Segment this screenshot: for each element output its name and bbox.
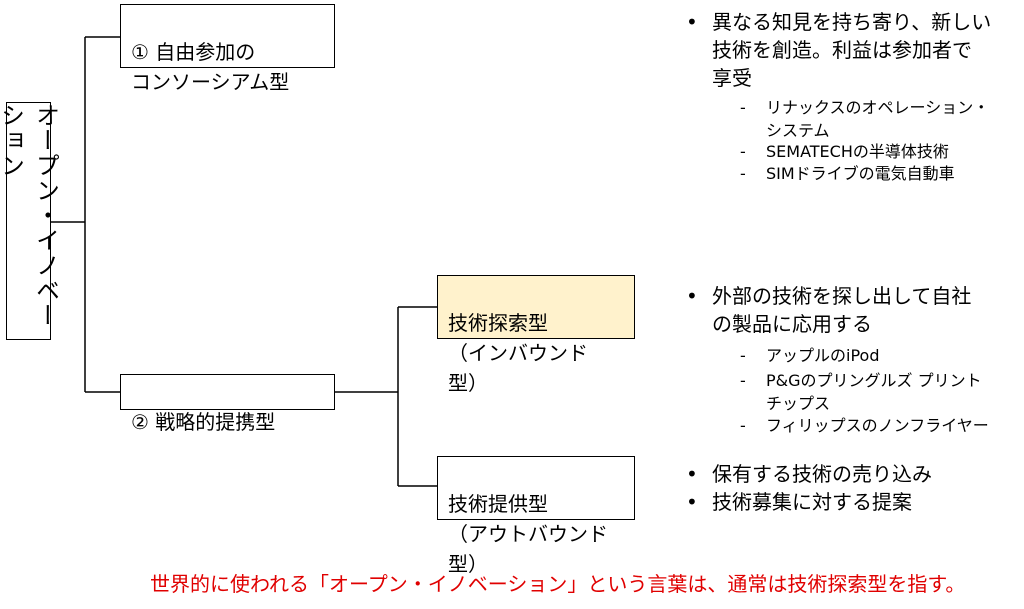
node-outbound-label: 技術提供型 （アウトバウンド型） [448,492,608,576]
example-text: SEMATECHの半導体技術 [766,142,949,161]
section3-bullet-text: 技術募集に対する提案 [712,490,912,514]
example-text: SIMドライブの電気自動車 [766,164,955,183]
section1-example: - SEMATECHの半導体技術 [740,140,949,163]
example-text: P&Gのプリングルズ プリント チップス [766,371,982,413]
bullet-symbol: • [686,284,698,308]
dash-symbol: - [740,142,746,161]
footer-note: 世界的に使われる「オープン・イノベーション」という言葉は、通常は技術探索型を指す… [150,572,966,596]
section1-bullet: • 異なる知見を持ち寄り、新しい 技術を創造。利益は参加者で 享受 [686,8,991,92]
section2-example: - フィリップスのノンフライヤー [740,414,989,437]
node-consortium-label: ① 自由参加の コンソーシアム型 [131,40,290,94]
bullet-symbol: • [686,462,698,486]
section1-example: - SIMドライブの電気自動車 [740,162,955,185]
section2-example: - P&Gのプリングルズ プリント チップス [740,369,982,415]
node-inbound-label: 技術探索型 （インバウンド型） [448,311,588,395]
dash-symbol: - [740,416,746,435]
bullet-symbol: • [686,490,698,514]
section2-example: - アップルのiPod [740,344,879,367]
section3-bullet-text: 保有する技術の売り込み [712,462,932,486]
dash-symbol: - [740,346,746,365]
dash-symbol: - [740,98,746,117]
section2-bullet: • 外部の技術を探し出して自社 の製品に応用する [686,282,971,338]
section2-bullet-text: 外部の技術を探し出して自社 の製品に応用する [712,284,972,336]
example-text: フィリップスのノンフライヤー [766,416,989,435]
section1-bullet-text: 異なる知見を持ち寄り、新しい 技術を創造。利益は参加者で 享受 [712,10,992,90]
section3-bullet: • 技術募集に対する提案 [686,488,912,516]
node-strategic-alliance: ② 戦略的提携型 [120,374,335,434]
root-node: オープン・イノベーション [0,102,60,340]
node-inbound: 技術探索型 （インバウンド型） [437,275,635,395]
node-outbound: 技術提供型 （アウトバウンド型） [437,456,635,576]
dash-symbol: - [740,371,746,390]
section3-bullet: • 保有する技術の売り込み [686,460,932,488]
node-strategic-alliance-label: ② 戦略的提携型 [131,410,276,434]
example-text: リナックスのオペレーション・ システム [766,98,990,140]
bullet-symbol: • [686,10,698,34]
dash-symbol: - [740,164,746,183]
example-text: アップルのiPod [766,346,880,365]
root-label: オープン・イノベーション [0,103,60,328]
node-consortium: ① 自由参加の コンソーシアム型 [120,4,335,94]
section1-example: - リナックスのオペレーション・ システム [740,96,989,142]
